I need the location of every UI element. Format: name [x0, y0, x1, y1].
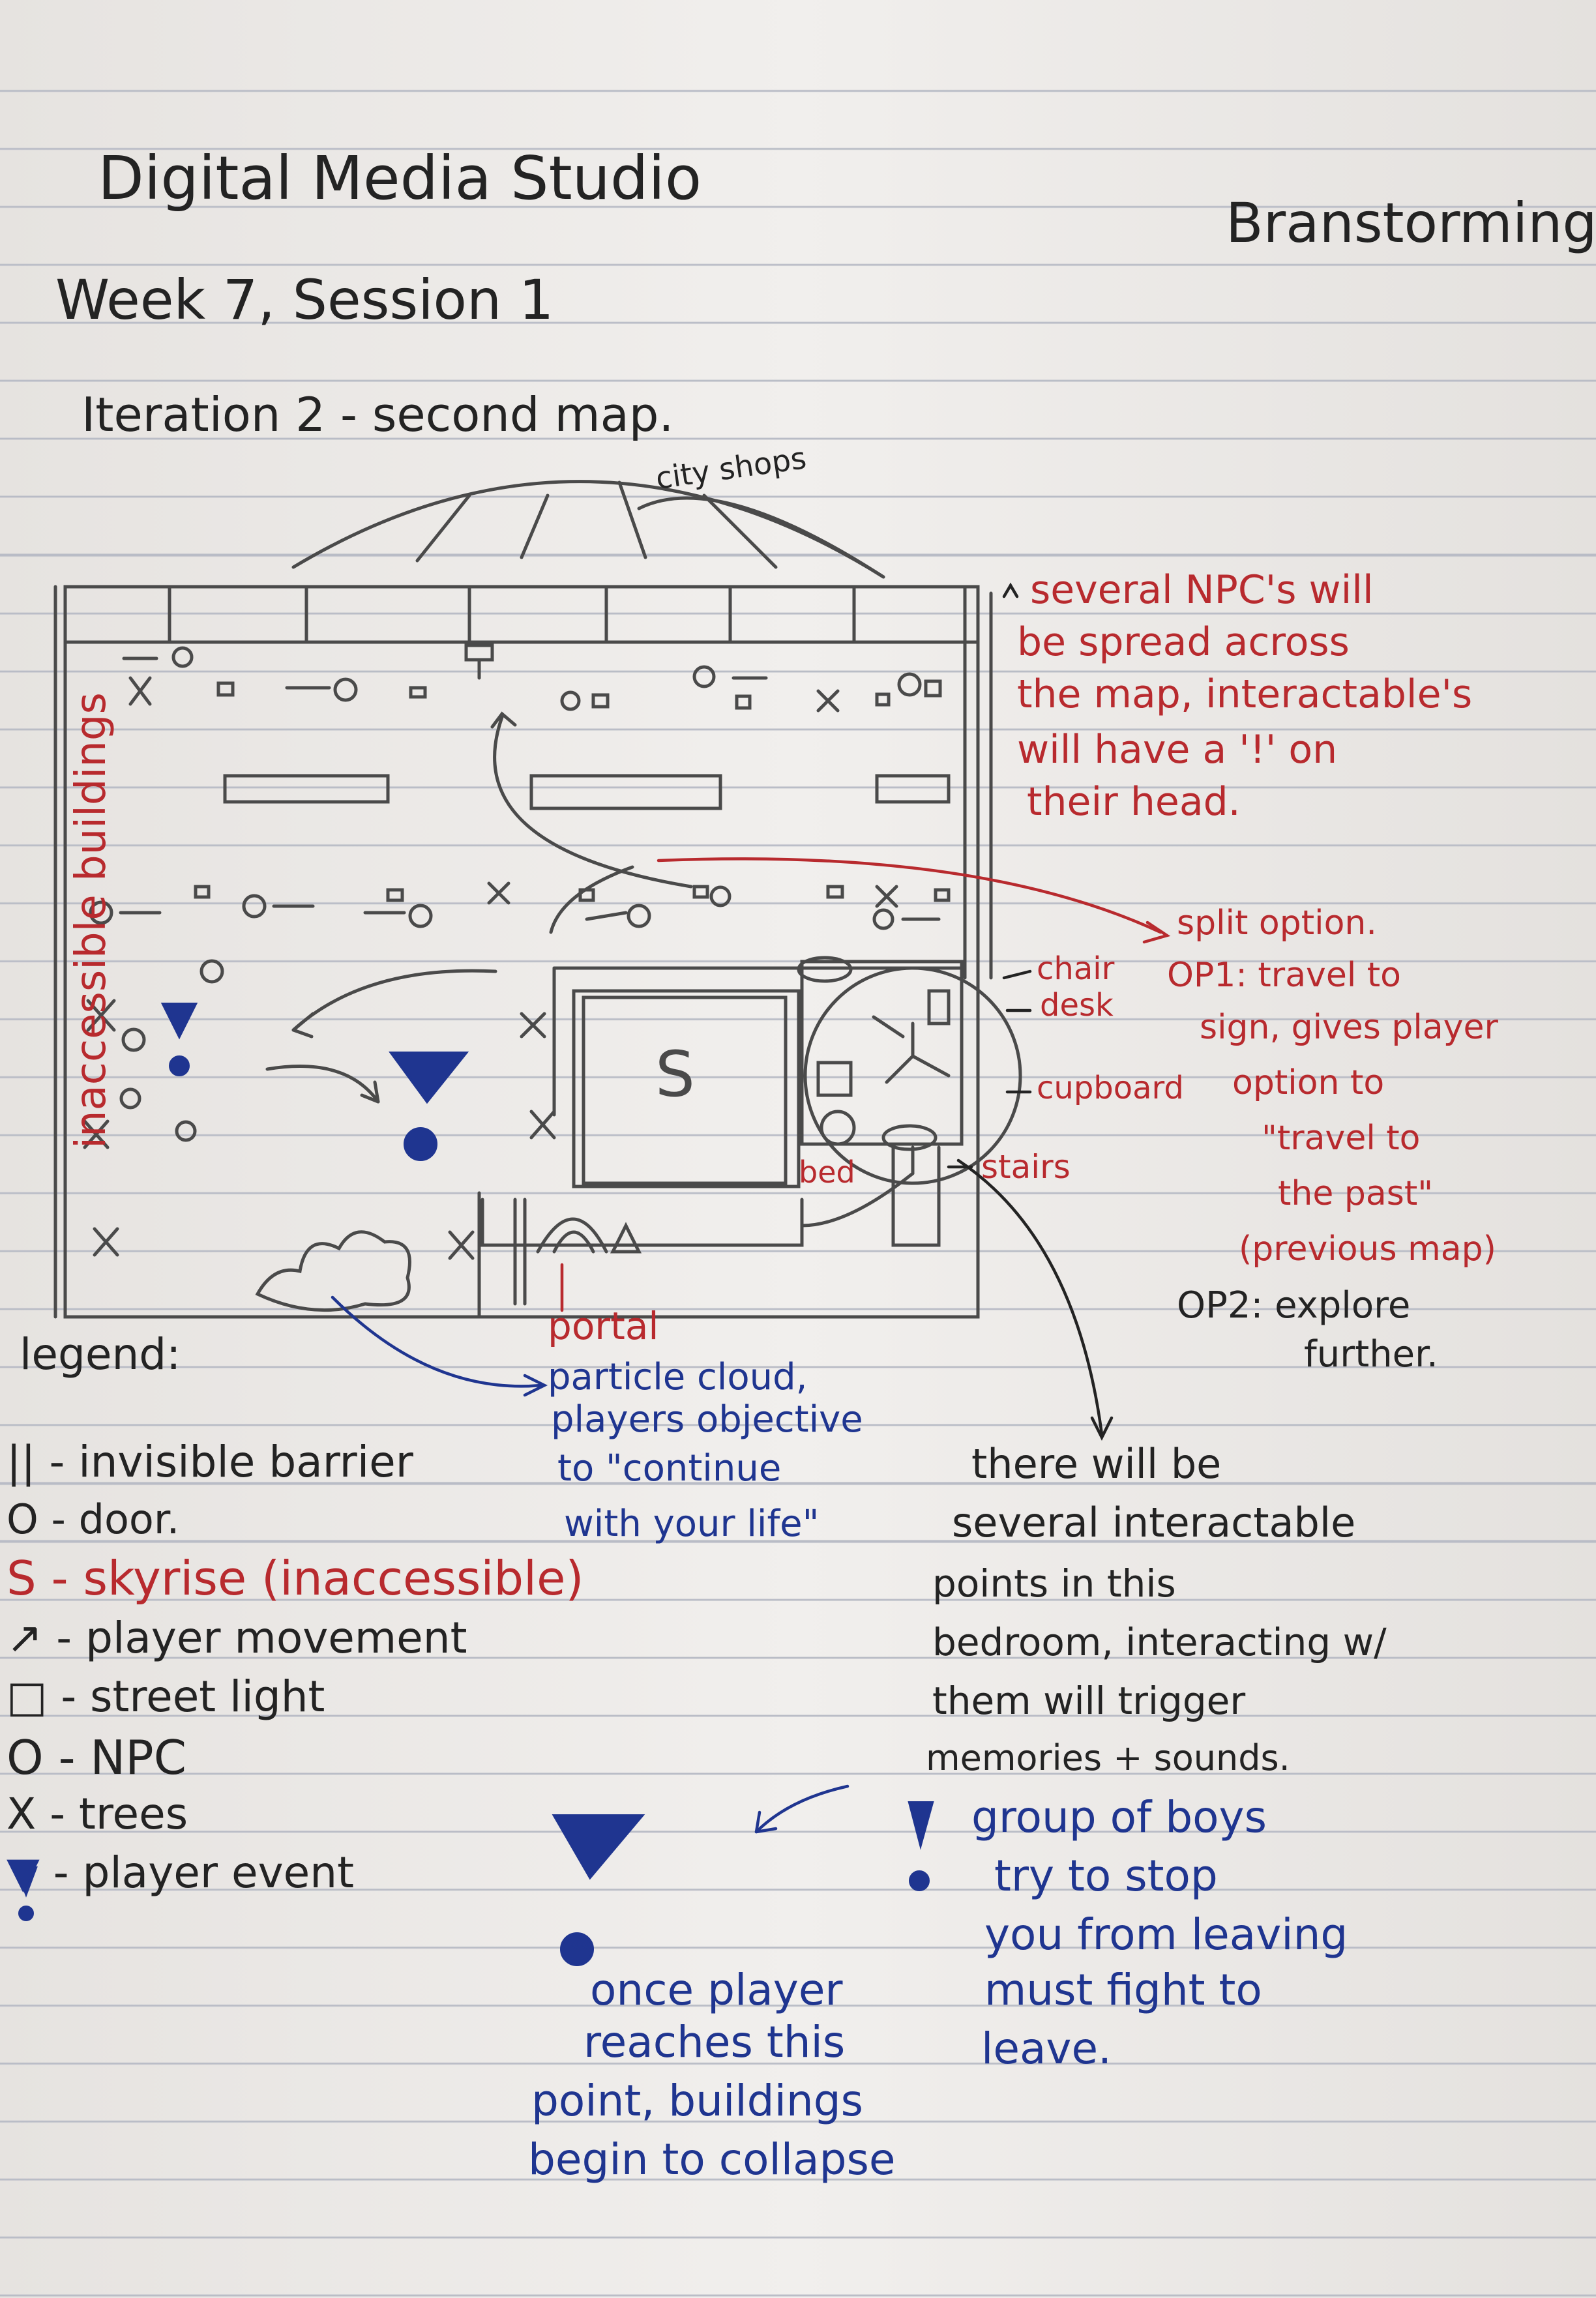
legend-item-skyrise: S - skyrise (inaccessible) [7, 1551, 584, 1606]
legend-item-player-movement: ↗ - player movement [7, 1613, 467, 1663]
legend-title: legend: [20, 1329, 181, 1379]
desk-label: desk [1040, 987, 1114, 1024]
inaccessible-buildings-label: inaccessible buildings [66, 692, 115, 1149]
legend-item-door: O - door. [7, 1495, 180, 1543]
right-label: Branstorming [1226, 191, 1596, 255]
page-title: Digital Media Studio [98, 143, 702, 213]
legend-item-barrier: || - invisible barrier [7, 1437, 413, 1487]
legend-item-player-event: ▼ - player event [7, 1848, 354, 1898]
legend-item-street-light: □ - street light [7, 1672, 325, 1722]
cupboard-label: cupboard [1037, 1070, 1184, 1106]
week-session: Week 7, Session 1 [55, 268, 554, 332]
skyrise-letter: S [655, 1038, 695, 1111]
chair-label: chair [1037, 950, 1115, 987]
bed-label: bed [799, 1155, 855, 1190]
iteration-line: Iteration 2 - second map. [81, 387, 674, 442]
portal-label: portal [548, 1304, 659, 1348]
stairs-label: stairs [981, 1148, 1071, 1186]
legend-item-npc: O - NPC [7, 1730, 186, 1785]
legend-item-trees: X - trees [7, 1789, 188, 1839]
